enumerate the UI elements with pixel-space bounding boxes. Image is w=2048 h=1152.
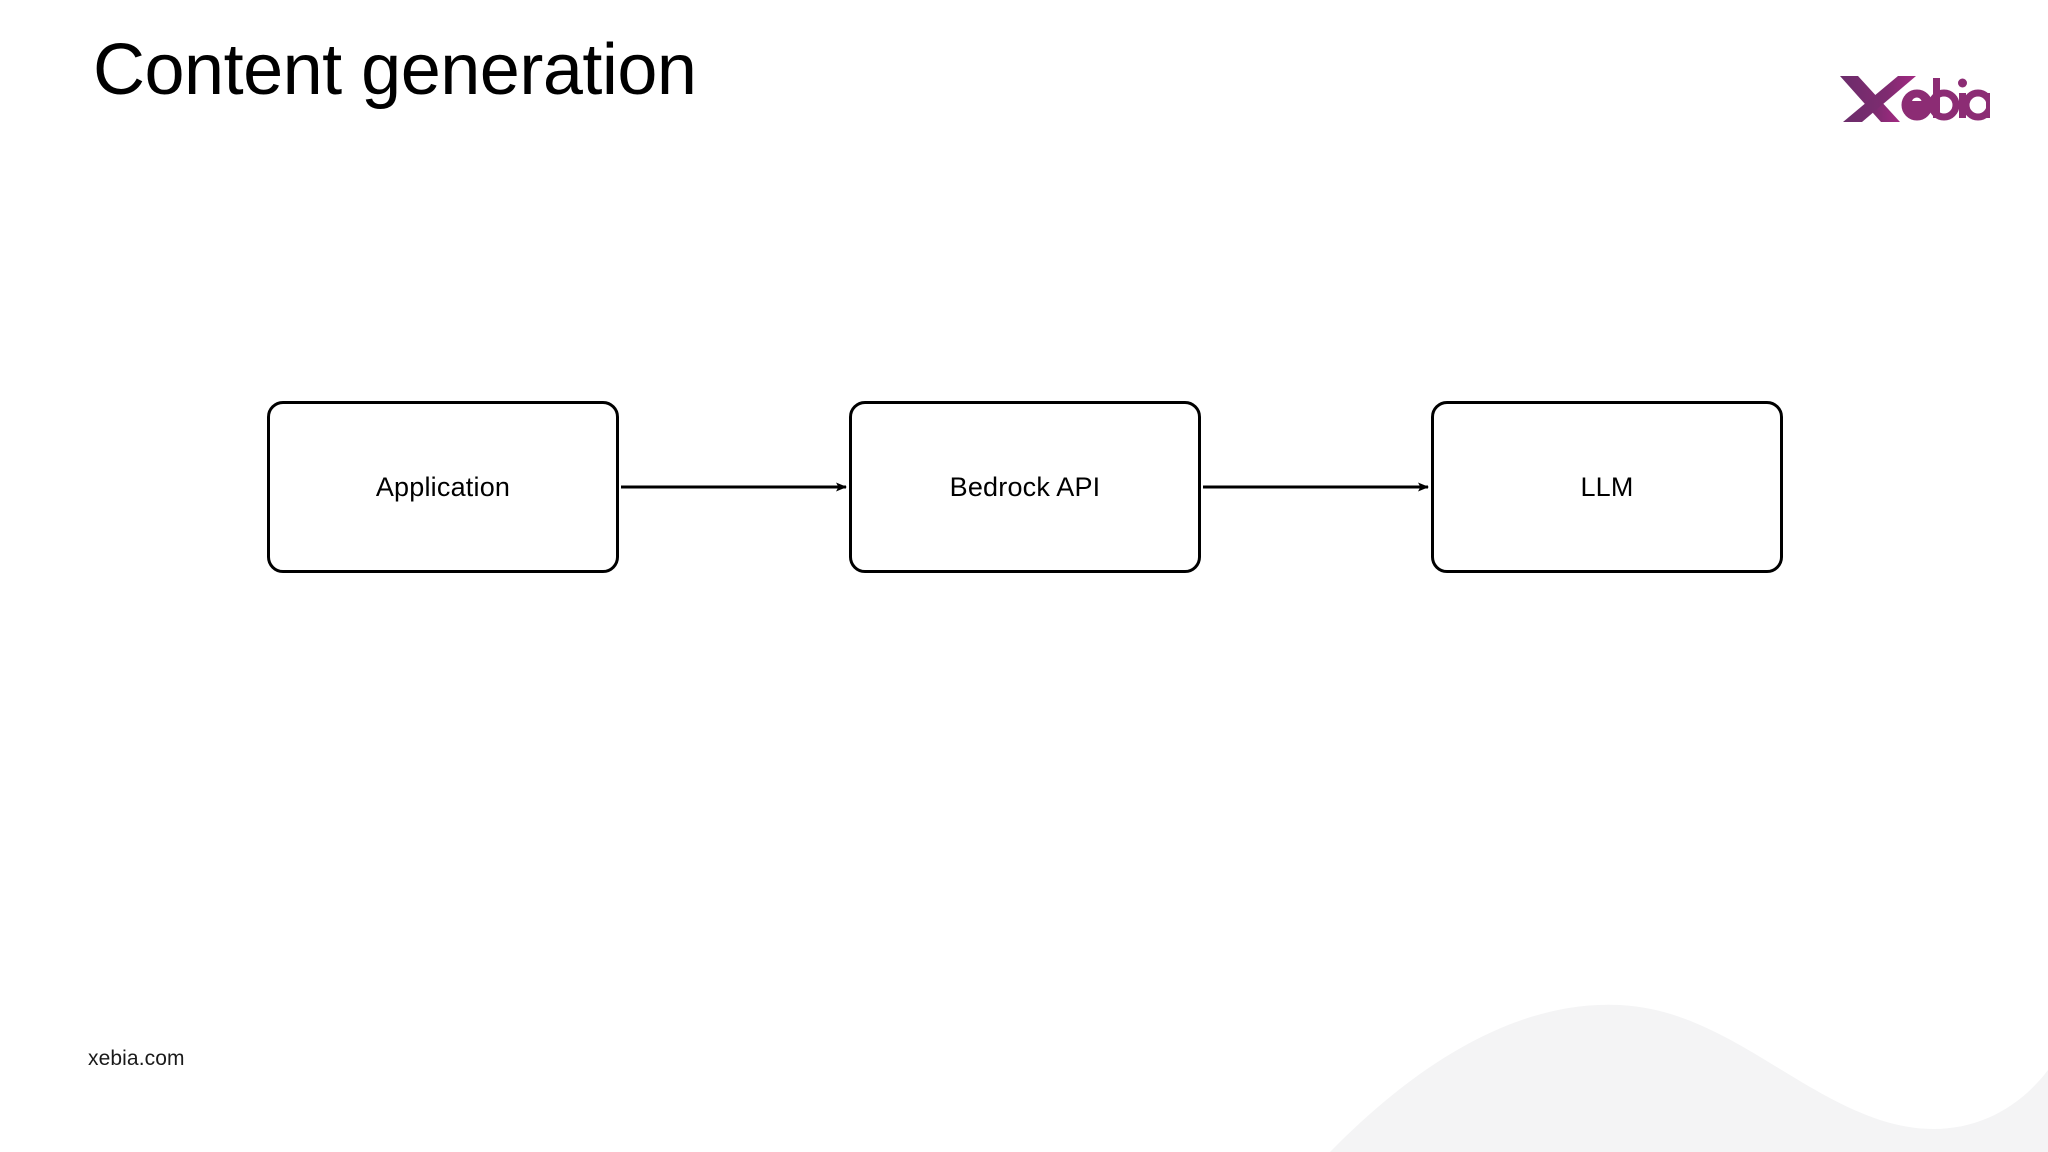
logo-x-mark	[1840, 76, 1916, 122]
page-title: Content generation	[93, 30, 697, 110]
diagram-node-llm[interactable]: LLM	[1431, 401, 1783, 573]
diagram-node-label: LLM	[1580, 471, 1634, 502]
logo-wordmark	[1901, 78, 1990, 121]
diagram-node-label: Bedrock API	[949, 471, 1101, 502]
diagram-node-label: Application	[375, 471, 511, 502]
xebia-logo	[1838, 72, 1990, 128]
diagram-node-bedrock-api[interactable]: Bedrock API	[849, 401, 1201, 573]
diagram-node-application[interactable]: Application	[267, 401, 619, 573]
footer-url: xebia.com	[88, 1047, 185, 1070]
